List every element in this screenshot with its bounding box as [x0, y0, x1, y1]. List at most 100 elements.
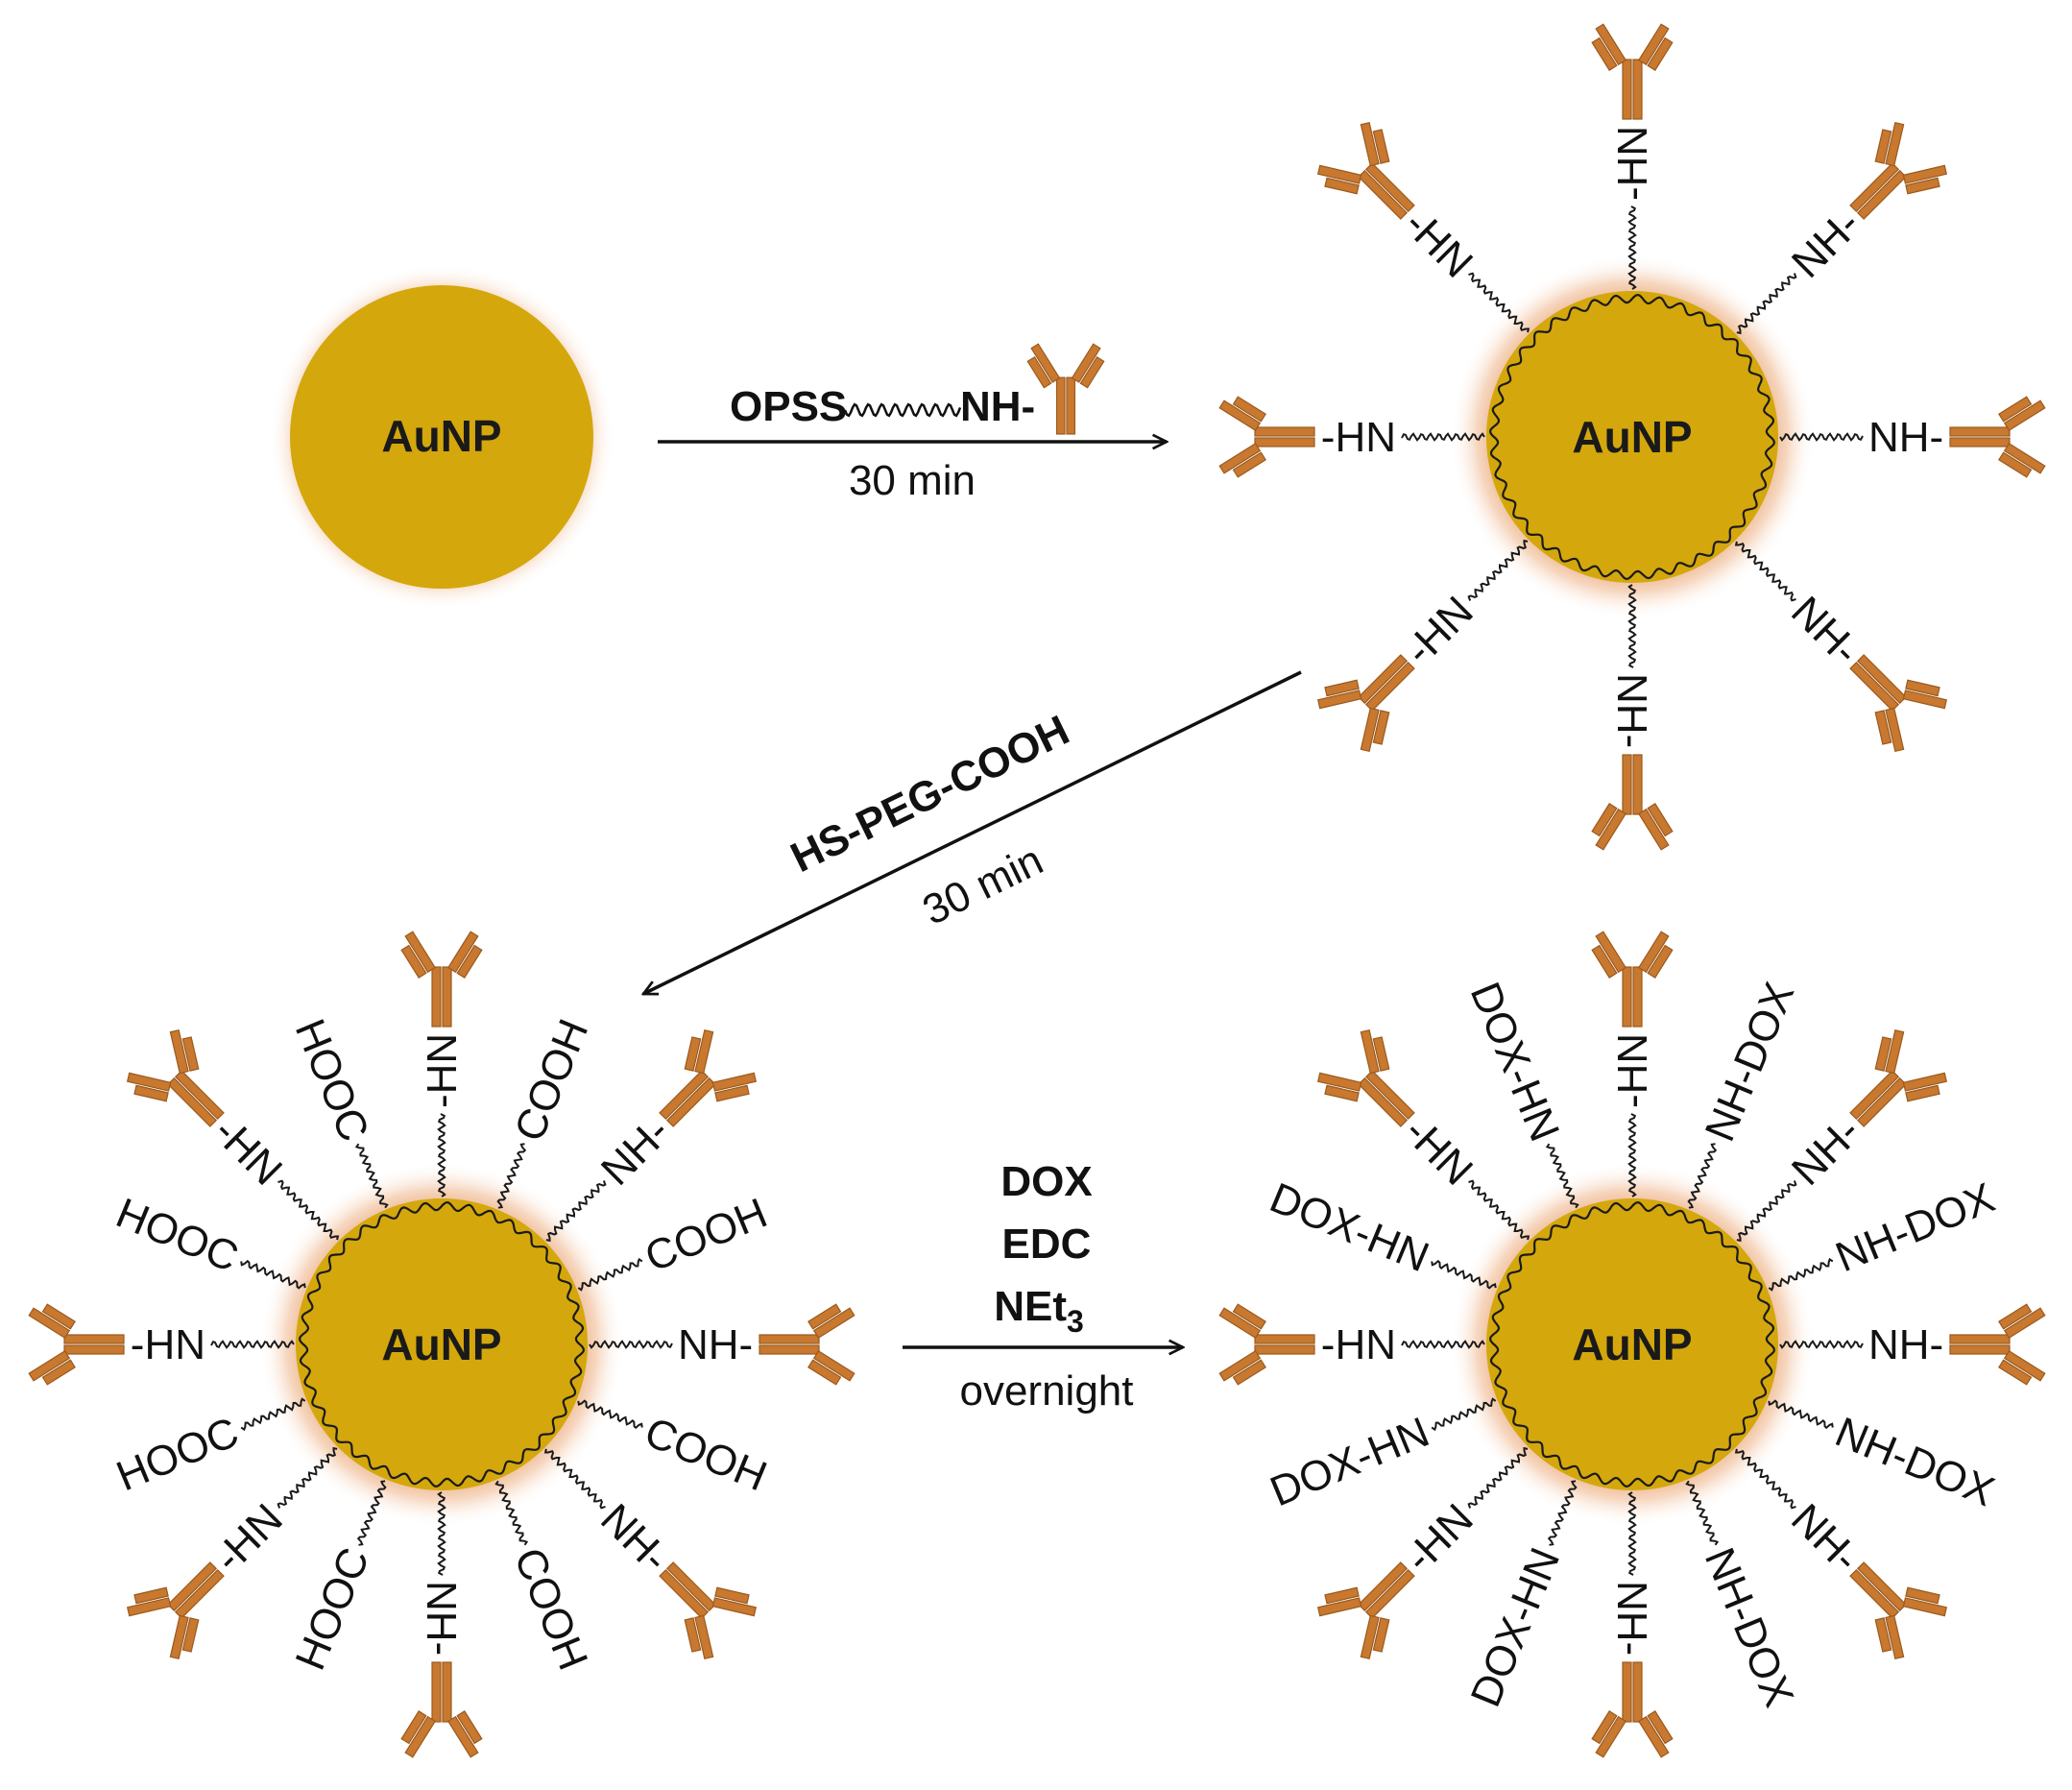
dox-aunp-ligand-text: -HN [1321, 1321, 1396, 1368]
dox-aunp-antibody [1218, 1303, 1315, 1386]
step3-reagent-dox: DOX [1000, 1158, 1092, 1205]
step1-antibody-icon [1026, 343, 1105, 435]
dox-aunp-ligand-text: DOX-HN [1264, 1174, 1435, 1282]
peg-aunp-linker [494, 1480, 529, 1546]
antibody-aunp-ligand: NH- [1734, 541, 1948, 753]
step3-base-subscript: 3 [1067, 1304, 1084, 1339]
antibody-aunp-antibody [1949, 396, 2046, 478]
peg-aunp-linker [210, 1340, 295, 1349]
antibody-aunp-ligand: NH- [1591, 584, 1674, 851]
dox-aunp-ligand-text: -HN [1609, 1033, 1656, 1108]
step1-reagent-opss: OPSS [730, 383, 847, 430]
dox-aunp-linker [1736, 1180, 1797, 1243]
dox-aunp-ligand: NH-DOX [1768, 1399, 2001, 1515]
peg-aunp-antibody [400, 1661, 483, 1758]
step3-reagent-base: NEt3 [994, 1283, 1084, 1339]
antibody-aunp-ligand-text: NH- [1782, 588, 1868, 674]
dox-aunp-linker [1627, 1113, 1637, 1197]
dox-aunp-ligand: DOX-HN [1462, 1480, 1578, 1713]
peg-aunp-label: AuNP [381, 1319, 501, 1369]
antibody-aunp-antibody [1849, 121, 1948, 220]
dox-aunp-ligand-text: DOX-HN [1461, 976, 1569, 1148]
dox-aunp-linker [1401, 1340, 1485, 1349]
antibody-aunp-linker [1468, 272, 1530, 333]
peg-aunp-thiol-shell [299, 1201, 585, 1488]
peg-aunp-ligand-text: HOOC [286, 1013, 378, 1149]
step2: HS-PEG-COOH 30 min [643, 670, 1302, 996]
antibody-aunp-antibody [1591, 754, 1674, 851]
peg-aunp-ligand: NH- [589, 1303, 855, 1386]
dox-aunp-linker [1431, 1259, 1497, 1290]
antibody-aunp-ligand-text: NH- [1783, 201, 1869, 287]
antibody-aunp-antibody [1218, 396, 1315, 478]
peg-aunp-linker [277, 1179, 340, 1241]
peg-aunp-ligand-text: COOH [506, 1013, 598, 1149]
peg-aunp-antibody [659, 1028, 758, 1127]
peg-aunp-linker [354, 1143, 389, 1209]
dox-aunp-ligand: NH-DOX [1685, 1480, 1802, 1713]
antibody-aunp-ligand: -HN [1218, 396, 1485, 478]
dox-aunp-linker [1468, 1179, 1530, 1241]
antibody-aunp-ligand-text: NH- [1868, 414, 1943, 461]
peg-aunp-linker [437, 1113, 446, 1197]
dox-aunp-label: AuNP [1572, 1319, 1692, 1369]
peg-aunp-ligand-text: NH- [678, 1321, 753, 1368]
dox-aunp-linker [1768, 1257, 1834, 1292]
antibody-aunp-ligand-text: -HN [1609, 126, 1656, 201]
antibody-aunp-antibody [1316, 121, 1415, 220]
step1: OPSS NH- 30 min [658, 343, 1167, 504]
antibody-aunp-linker [1734, 541, 1796, 602]
peg-aunp-antibody [400, 931, 483, 1028]
antibody-aunp-linker [1779, 432, 1864, 442]
antibody-aunp-ligand: NH- [1779, 396, 2046, 478]
dox-aunp-linker [1627, 1491, 1637, 1576]
dox-aunp-linker [1779, 1340, 1864, 1349]
step1-time: 30 min [849, 457, 976, 504]
dox-aunp-ligand: -HN [1591, 931, 1674, 1197]
step3: DOX EDC NEt3 overnight [903, 1158, 1183, 1415]
peg-aunp-ligand-text: NH- [591, 1495, 678, 1582]
dox-aunp-ligand-text: NH- [1782, 1495, 1868, 1582]
dox-aunp-linker [1545, 1143, 1579, 1209]
antibody-aunp-antibody [1849, 654, 1948, 753]
peg-aunp-linker [589, 1340, 673, 1349]
step1-antibody [1026, 343, 1105, 435]
dox-aunp-antibody [1849, 1028, 1948, 1127]
dox-aunp-antibody [1316, 1028, 1415, 1127]
peg-aunp-antibody [28, 1303, 125, 1386]
antibody-aunp-ligand-text: -HN [1321, 414, 1396, 461]
dox-aunp-ligand-text: NH- [1608, 1581, 1655, 1656]
peg-aunp-ligand: -HN [400, 931, 483, 1197]
dox-aunp-core [1486, 1198, 1778, 1490]
peg-aunp-ligand-text: HOOC [287, 1541, 379, 1677]
peg-aunp-linker [577, 1399, 643, 1430]
peg-aunp-linker [543, 1448, 606, 1510]
dox-aunp-linker [1431, 1397, 1497, 1432]
bare-aunp-label: AuNP [381, 411, 501, 461]
peg-aunp-ligand-text: COOH [638, 1409, 774, 1501]
antibody-aunp-thiol-shell [1489, 294, 1775, 580]
peg-aunp-antibody [659, 1561, 758, 1660]
peg-aunp-linker [577, 1257, 643, 1292]
dox-aunp-thiol-shell [1489, 1201, 1775, 1488]
dox-aunp-ligand: DOX-HN [1461, 976, 1579, 1209]
antibody-aunp-antibody [1591, 23, 1674, 120]
antibody-aunp-antibody [1316, 654, 1415, 753]
step3-base-main: NEt [994, 1283, 1067, 1330]
bare-aunp-core [290, 285, 593, 589]
peg-aunp-ligand-text: COOH [638, 1190, 774, 1282]
dox-aunp-antibody [1316, 1561, 1415, 1660]
peg-aunp-ligand-text: NH- [418, 1581, 465, 1656]
dox-aunp-antibody [1949, 1303, 2046, 1386]
antibody-aunp-linker [1736, 273, 1797, 335]
step3-time: overnight [959, 1367, 1133, 1415]
peg-aunp-antibody [126, 1561, 225, 1660]
dox-aunp-ligand: DOX-HN [1264, 1397, 1497, 1515]
peg-aunp-ligand: -HN [28, 1303, 295, 1386]
dox-aunp-ligand: DOX-HN [1264, 1174, 1497, 1290]
